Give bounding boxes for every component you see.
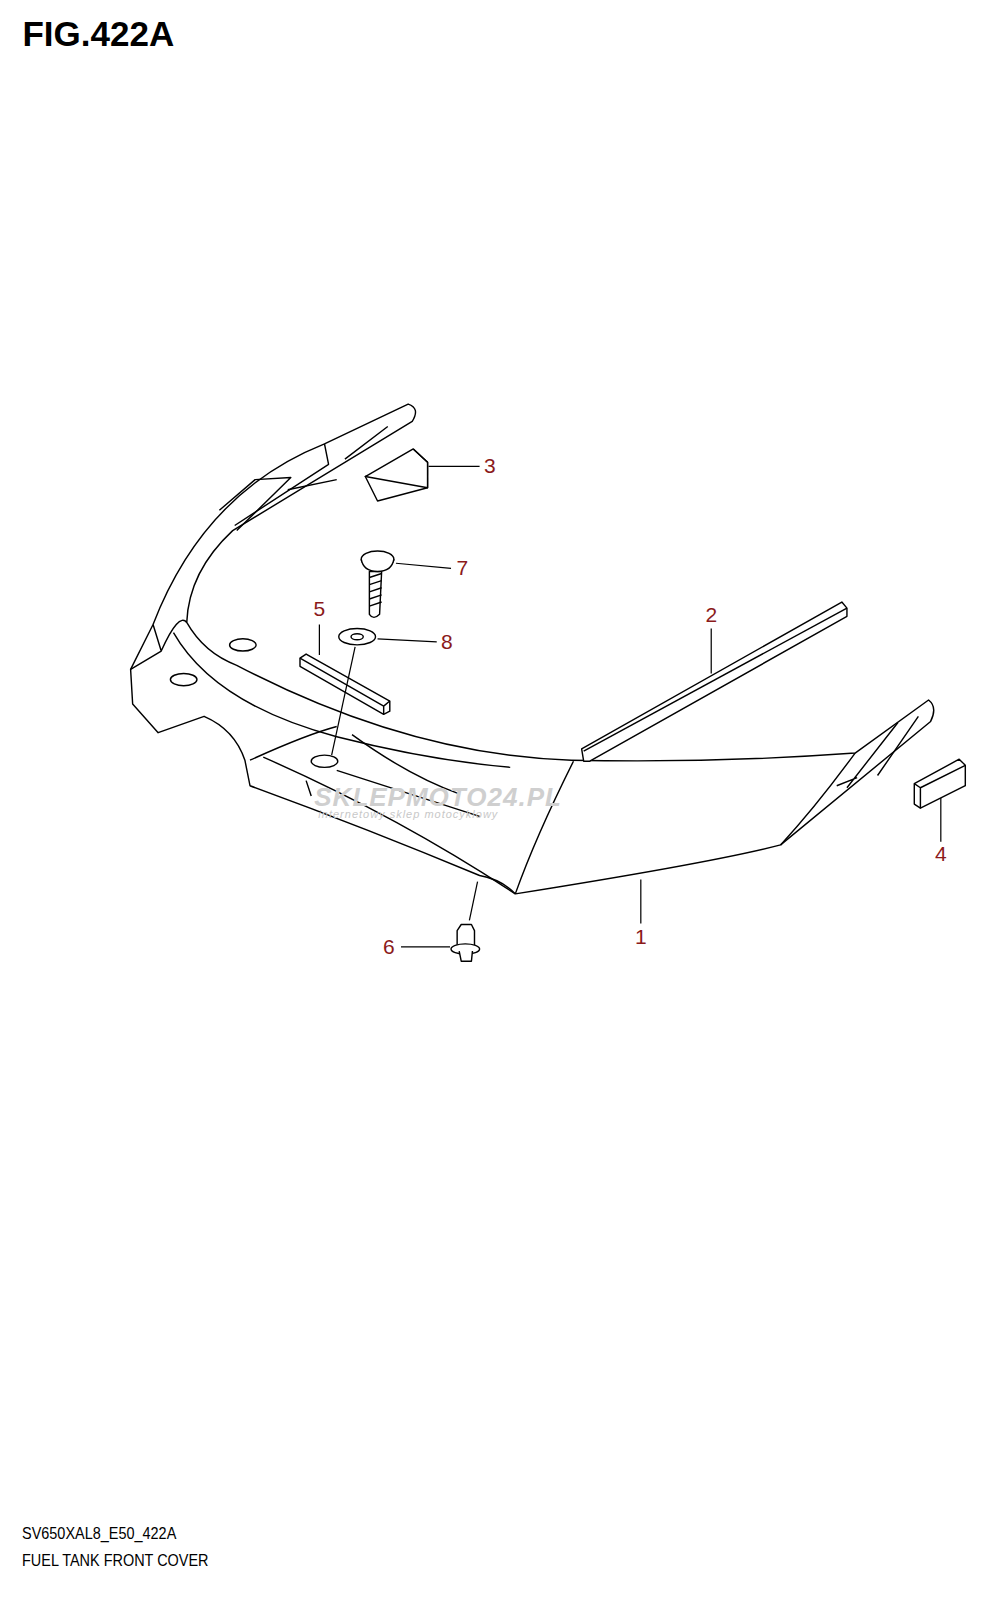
figure-caption: FUEL TANK FRONT COVER [22,1551,209,1571]
callout-number: 2 [703,603,719,627]
callout-number: 1 [633,925,649,949]
figure-title: FIG.422A [22,14,174,54]
callout-number: 3 [482,454,498,478]
front-cover [131,404,934,894]
watermark-subtitle: internetowy sklep motocyklowy [318,808,498,820]
watermark: SKLEPMOTO24.PL [314,782,562,813]
callout-number: 6 [381,935,397,959]
callout-number: 8 [439,630,455,654]
figure-code: SV650XAL8_E50_422A [22,1524,176,1544]
leader-lines [319,466,940,947]
callout-number: 4 [933,842,949,866]
callout-number: 5 [312,597,328,621]
callout-number: 7 [454,556,470,580]
